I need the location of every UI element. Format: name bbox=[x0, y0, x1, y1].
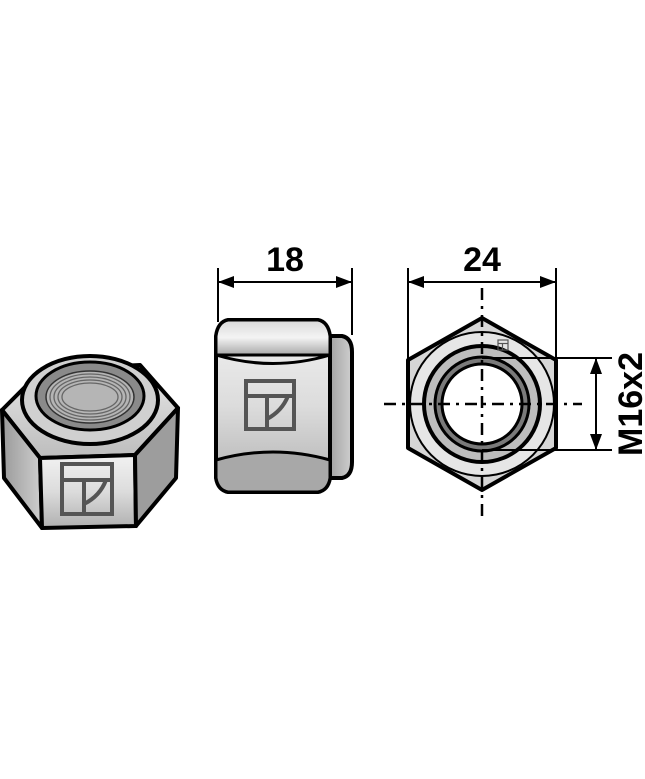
perspective-right-face bbox=[133, 406, 180, 528]
center-lines bbox=[384, 288, 582, 516]
dimension-length: 18 bbox=[217, 238, 353, 335]
length-label: 18 bbox=[266, 241, 304, 279]
side-bottom-band bbox=[214, 450, 332, 494]
perspective-thread-inner bbox=[45, 370, 135, 424]
width-label: 24 bbox=[463, 241, 501, 279]
side-view: 18 bbox=[214, 238, 354, 494]
perspective-view bbox=[0, 354, 180, 530]
front-view: 24 M16x2 bbox=[384, 238, 645, 516]
brand-logo-icon bbox=[60, 462, 114, 516]
thread-label: M16x2 bbox=[612, 352, 645, 456]
side-top-band bbox=[214, 318, 332, 357]
perspective-thread-lines bbox=[49, 373, 131, 421]
side-collar bbox=[324, 334, 354, 480]
brand-logo-icon bbox=[497, 339, 509, 351]
dimension-thread: M16x2 bbox=[482, 352, 645, 456]
dimension-width: 24 bbox=[407, 238, 557, 365]
brand-logo-icon bbox=[244, 379, 296, 431]
